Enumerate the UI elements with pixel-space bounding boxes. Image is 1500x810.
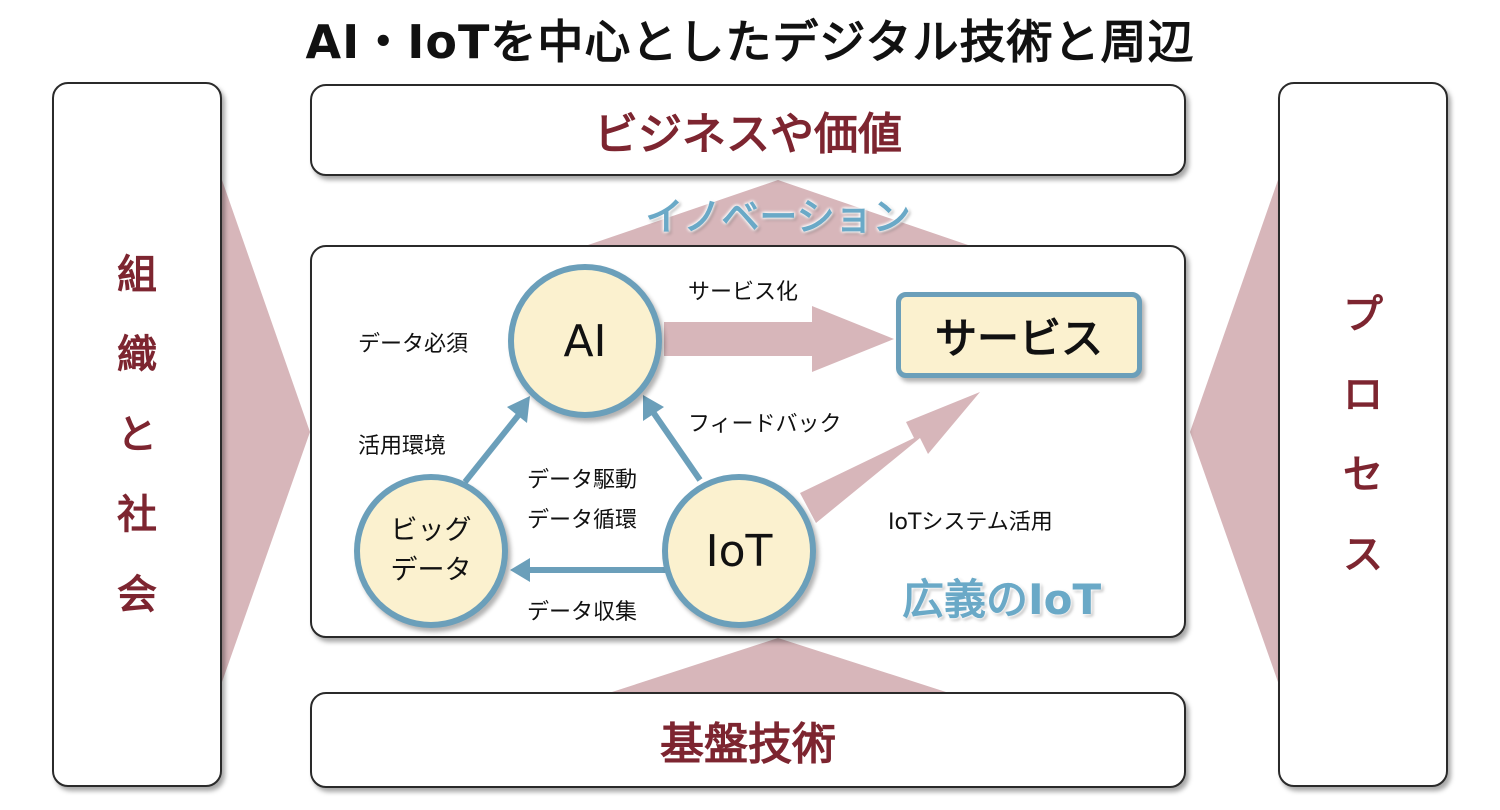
bigdata-node: ビッグ データ — [354, 474, 508, 628]
data-driven-label: データ駆動 — [527, 468, 638, 493]
left-char: 会 — [117, 571, 157, 618]
top-band: ビジネスや価値 — [310, 84, 1186, 176]
bottom-arrow — [612, 638, 946, 692]
right-panel-text: プ ロ セ ス — [1280, 84, 1446, 785]
data-collect-label: データ収集 — [527, 600, 638, 625]
left-panel-text: 組 織 と 社 会 — [54, 84, 220, 785]
bigdata-ai-arrowhead — [507, 396, 530, 423]
bottom-band-text: 基盤技術 — [660, 719, 836, 770]
servicization-arrow — [664, 306, 894, 372]
ai-node: AI — [508, 264, 662, 418]
left-char: と — [117, 411, 157, 458]
servicization-label: サービス化 — [688, 280, 799, 305]
right-char: ス — [1343, 531, 1383, 578]
feedback-arrowhead — [643, 395, 664, 421]
bottom-band: 基盤技術 — [310, 692, 1186, 788]
bigdata-node-label: ビッグ データ — [391, 511, 472, 591]
left-char: 組 — [117, 251, 157, 298]
broad-iot-label: 広義のIoT — [902, 575, 1102, 624]
innovation-label: イノベーション — [645, 195, 911, 239]
service-box: サービス — [896, 292, 1142, 378]
right-char: プ — [1343, 291, 1383, 338]
bigdata-line1: ビッグ — [390, 515, 472, 546]
left-arrow — [222, 180, 310, 682]
right-char: セ — [1343, 451, 1383, 498]
page-title: AI・IoTを中心としたデジタル技術と周辺 — [305, 15, 1195, 69]
top-band-text: ビジネスや価値 — [594, 109, 902, 160]
ai-node-label: AI — [563, 315, 607, 367]
right-panel: プ ロ セ ス — [1278, 82, 1448, 787]
usage-env-label: 活用環境 — [358, 434, 447, 459]
feedback-arrow — [650, 410, 703, 482]
iot-node: IoT — [662, 474, 816, 628]
bigdata-line2: データ — [390, 555, 472, 586]
service-box-label: サービス — [934, 313, 1103, 363]
bigdata-ai-arrow — [462, 410, 524, 484]
iot-system-label: IoTシステム活用 — [888, 510, 1053, 535]
right-arrow — [1190, 180, 1278, 682]
data-cycle-label: データ循環 — [527, 508, 638, 533]
up-arrow — [588, 180, 968, 245]
right-char: ロ — [1343, 371, 1383, 418]
data-collect-arrowhead — [510, 558, 530, 582]
iot-node-label: IoT — [705, 525, 773, 577]
left-char: 社 — [117, 491, 157, 538]
iot-service-arrow — [800, 392, 980, 523]
left-char: 織 — [117, 331, 157, 378]
data-required-label: データ必須 — [358, 332, 469, 357]
left-panel: 組 織 と 社 会 — [52, 82, 222, 787]
feedback-label: フィードバック — [688, 412, 842, 437]
